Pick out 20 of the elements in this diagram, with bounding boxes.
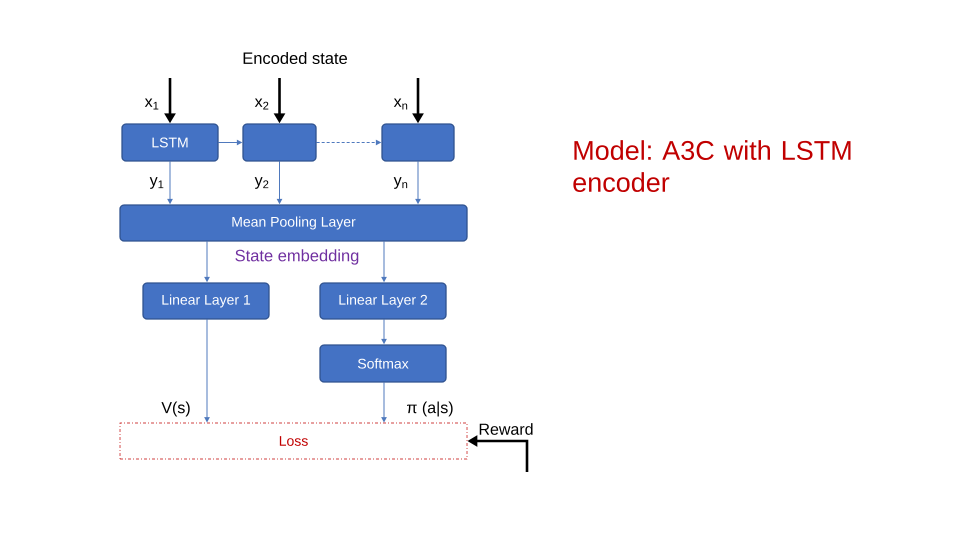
edge-label: x$_{1}$ [144, 98, 158, 110]
annotation-text: State embedding [235, 249, 358, 265]
edge-label: y$_{1}$ [150, 177, 164, 189]
loss-box: Loss [120, 422, 468, 460]
edge-label: V(s) [161, 402, 190, 416]
edge-label: Reward [480, 423, 533, 435]
edge-label: y$_{2}$ [254, 177, 268, 189]
layer-box: Mean Pooling Layer [119, 204, 468, 242]
title: Model: A3C with LSTM encoder [573, 140, 851, 192]
layer-box: Softmax [319, 344, 447, 383]
edge-label: y$_{n}$ [394, 177, 408, 189]
layer-box [242, 123, 317, 162]
edge-label: π (a|s) [407, 402, 453, 416]
layer-box: Linear Layer 2 [319, 282, 447, 320]
layer-box: LSTM [121, 123, 219, 162]
heading-text: Encoded state [244, 52, 347, 64]
edge-label: x$_{2}$ [254, 98, 268, 110]
layer-box [381, 123, 455, 162]
layer-box: Linear Layer 1 [142, 282, 270, 320]
edge-label: x$_{n}$ [394, 98, 408, 110]
